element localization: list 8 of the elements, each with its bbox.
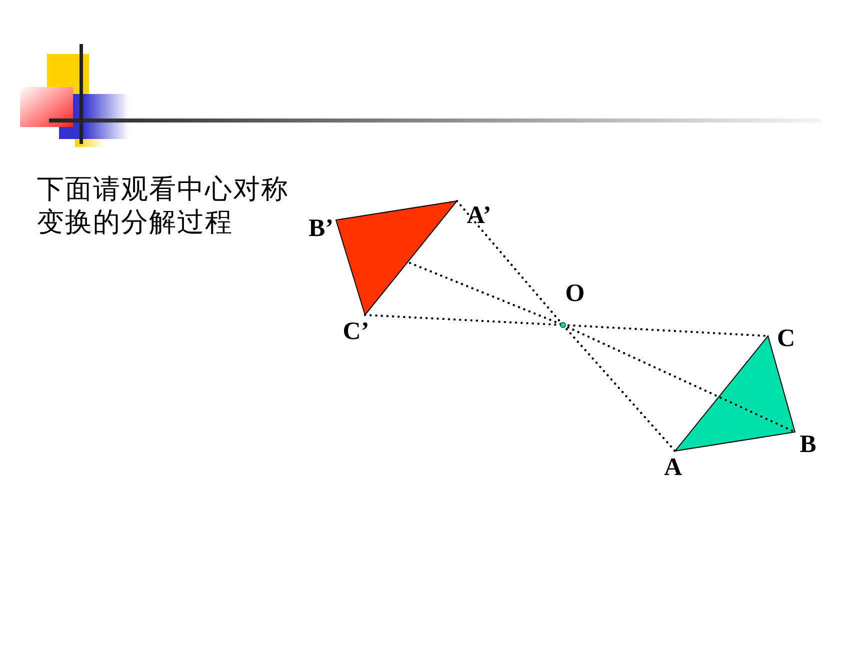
point-label: C’ [342, 318, 370, 346]
description-text: 下面请观看中心对称变换的分解过程 [37, 173, 290, 239]
point-label: B [800, 431, 816, 459]
point-label: O [565, 280, 585, 308]
point-label: A [664, 454, 682, 482]
point-label: C [776, 325, 796, 353]
point-label: B’ [308, 215, 334, 243]
point-label: A’ [466, 202, 492, 230]
